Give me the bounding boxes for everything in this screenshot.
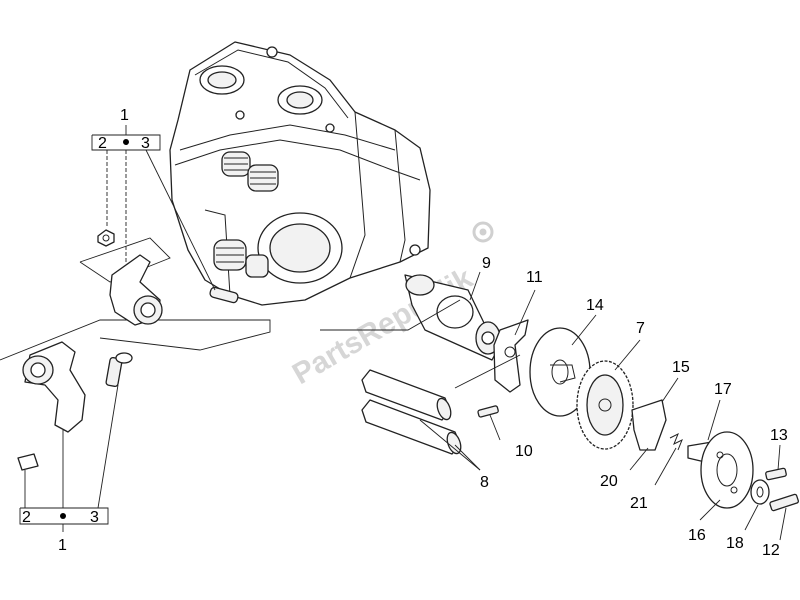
callout-1-upper: 1: [120, 107, 129, 124]
callout-10: 10: [515, 443, 533, 460]
adjust-pin: [209, 286, 239, 304]
callout-2-lower: 2: [22, 509, 31, 526]
upper-rocker-arm: [109, 254, 163, 326]
callout-labels: 1 2 3 9 11 14 7 15 17 10 8 13 20 21 16 1…: [22, 107, 788, 559]
callout-7: 7: [636, 320, 645, 337]
lower-rocker-arm: [22, 341, 86, 433]
cylinder-head: [169, 41, 431, 306]
callout-3-upper: 3: [141, 135, 150, 152]
callout-20: 20: [600, 473, 618, 490]
long-bolt: [769, 493, 799, 512]
callout-15: 15: [672, 359, 690, 376]
cam-sprocket: [576, 360, 634, 450]
valve-springs: [213, 151, 279, 278]
washer: [750, 479, 770, 505]
callout-14: 14: [586, 297, 604, 314]
short-bolt: [765, 467, 787, 481]
lower-rocker-group: [19, 507, 109, 532]
leader-lines: [24, 149, 787, 541]
watermark-gear-icon: [472, 221, 494, 243]
rocker-shaft-2: [361, 399, 462, 455]
callout-21: 21: [630, 495, 648, 512]
screw-10: [477, 405, 499, 418]
callout-9: 9: [482, 255, 491, 272]
callout-2-upper: 2: [98, 135, 107, 152]
rocker-shaft-1: [361, 369, 452, 421]
flyweight-housing: [700, 431, 754, 509]
callout-16: 16: [688, 527, 706, 544]
retaining-plate: [493, 319, 529, 393]
callout-11: 11: [526, 269, 543, 286]
lower-adjust-screw: [105, 352, 133, 388]
cam-disc: [529, 327, 591, 417]
callout-3-lower: 3: [90, 509, 99, 526]
rocker-nut: [97, 229, 115, 247]
callout-18: 18: [726, 535, 744, 552]
decompressor-bracket: [631, 399, 667, 451]
upper-rocker-group: [0, 125, 271, 361]
callout-8: 8: [480, 474, 489, 491]
group-dot-upper: [123, 139, 129, 145]
camshaft: [404, 274, 501, 361]
group-dot-lower: [60, 513, 66, 519]
callout-17: 17: [714, 381, 732, 398]
decompressor-spring: [669, 432, 683, 451]
callout-13: 13: [770, 427, 788, 444]
callout-12: 12: [762, 542, 780, 559]
callout-1-lower: 1: [58, 537, 67, 554]
lower-cap: [17, 453, 39, 471]
